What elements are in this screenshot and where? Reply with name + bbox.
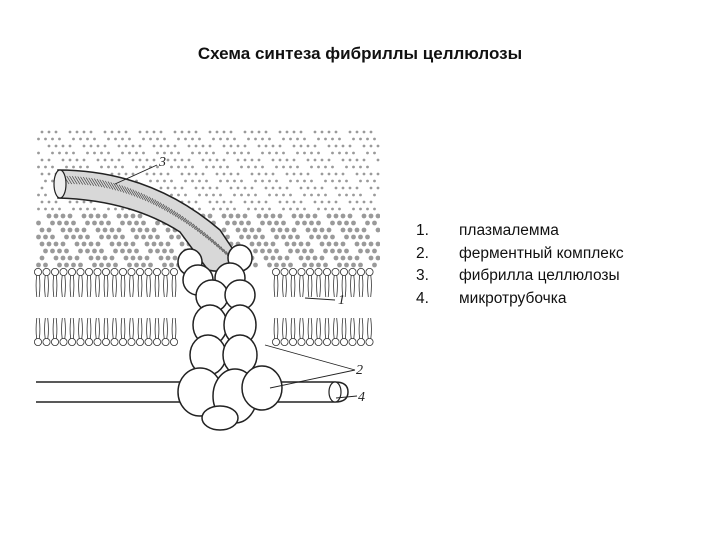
leader-lines — [114, 164, 358, 399]
legend-text: ферментный комплекс — [459, 244, 624, 262]
callout-2: 2 — [356, 363, 363, 378]
legend-text: микротрубочка — [459, 289, 567, 307]
plasmalemma — [34, 267, 374, 346]
legend-list: 1. плазмалемма 2. ферментный комплекс 3.… — [416, 220, 624, 310]
callout-4: 4 — [358, 390, 365, 405]
enzyme-complex — [177, 244, 283, 431]
cellulose-fibril — [53, 169, 241, 272]
callout-1: 1 — [338, 293, 345, 308]
legend-item: 3. фибрилла целлюлозы — [416, 265, 624, 288]
page-title: Схема синтеза фибриллы целлюлозы — [197, 44, 523, 63]
legend-item: 1. плазмалемма — [416, 220, 624, 243]
legend-item: 4. микротрубочка — [416, 288, 624, 311]
legend-number: 1. — [416, 222, 429, 239]
legend-number: 2. — [416, 244, 429, 262]
legend-text: фибрилла целлюлозы — [459, 267, 620, 284]
legend-number: 3. — [416, 267, 429, 284]
background-texture — [36, 130, 380, 268]
legend-item: 2. ферментный комплекс — [416, 243, 624, 266]
legend-number: 4. — [416, 289, 429, 307]
callout-3: 3 — [158, 155, 166, 170]
legend-text: плазмалемма — [459, 222, 559, 239]
cellulose-synthesis-diagram: 3 1 2 4 — [30, 120, 380, 435]
